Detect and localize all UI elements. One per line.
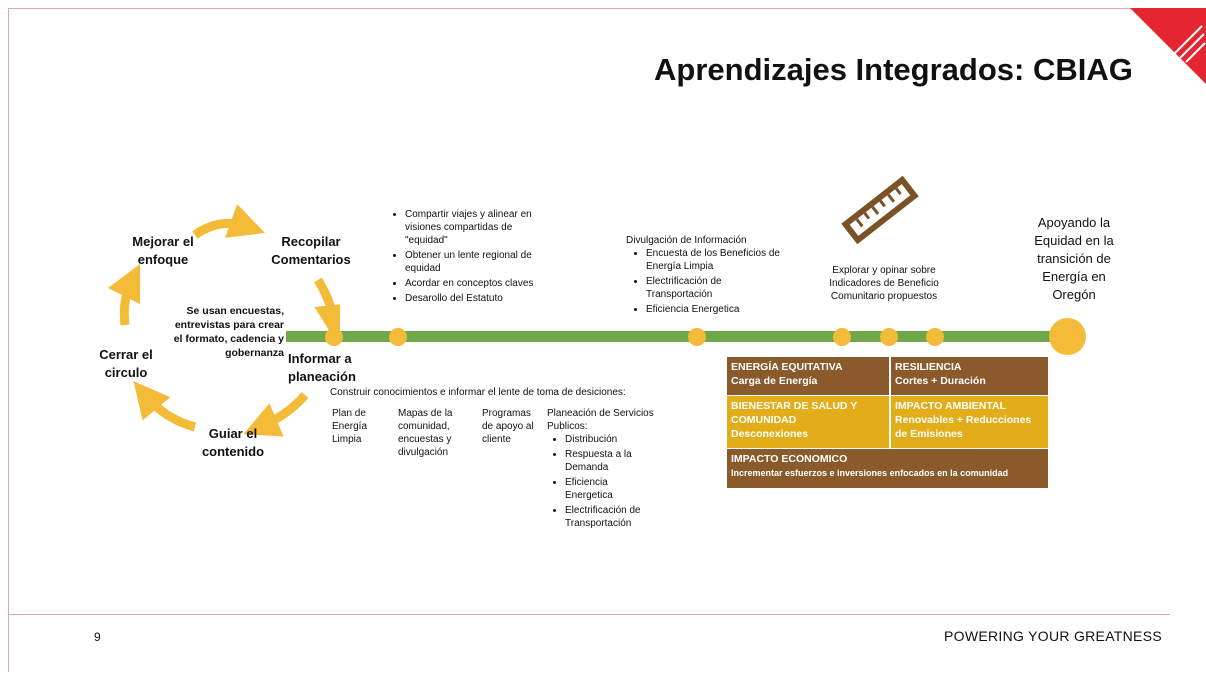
indicator-subtitle: Incrementar esfuerzos e inversiones enfo…: [731, 468, 1009, 478]
indicator-title: RESILIENCIA: [895, 361, 962, 373]
top-bullet-item: Acordar en conceptos claves: [405, 277, 541, 290]
footer-tagline: POWERING YOUR GREATNESS: [944, 628, 1162, 644]
timeline-dot: [833, 328, 851, 346]
cycle-arrows-icon: [107, 205, 340, 437]
slide-title: Aprendizajes Integrados: CBIAG: [654, 52, 1133, 87]
timeline-dot: [880, 328, 898, 346]
indicator-subtitle: Renovables + Reducciones de Emisiones: [895, 414, 1032, 440]
indicator-impacto-ambiental: IMPACTO AMBIENTAL Renovables + Reduccion…: [891, 396, 1048, 448]
top-bullets: Compartir viajes y alinear en visiones c…: [391, 208, 541, 307]
indicator-bienestar: BIENESTAR DE SALUD Y COMUNIDAD Desconexi…: [727, 396, 889, 448]
indicator-subtitle: Desconexiones: [731, 428, 809, 440]
cycle-recopilar-label: Recopilar Comentarios: [271, 234, 351, 267]
timeline-dot: [325, 328, 343, 346]
construir-col4-item: Distribución: [565, 433, 657, 446]
indicator-title: IMPACTO AMBIENTAL: [895, 400, 1007, 412]
corner-logo-icon: [1130, 8, 1206, 84]
construir-col4-item: Electrificación de Transportación: [565, 504, 657, 530]
timeline-end-dot: [1049, 318, 1086, 355]
cycle-guiar-label: Guiar el contenido: [201, 426, 265, 459]
divulgacion-block: Divulgación de Información Encuesta de l…: [626, 234, 786, 318]
timeline-dot: [926, 328, 944, 346]
divulgacion-item: Eficiencia Energetica: [646, 303, 786, 316]
divulgacion-title: Divulgación de Información: [626, 235, 747, 246]
cycle-center-text: Se usan encuestas, entrevistas para crea…: [173, 305, 284, 359]
construir-col4: Planeación de Servicios Publicos: Distri…: [547, 407, 657, 532]
divulgacion-item: Electrificación de Transportación: [646, 275, 786, 301]
top-bullet-item: Desarollo del Estatuto: [405, 292, 541, 305]
indicator-title: ENERGÍA EQUITATIVA: [731, 361, 843, 373]
cycle-informar-label: Informar a planeación: [288, 351, 356, 384]
construir-title: Construir conocimientos e informar el le…: [330, 387, 626, 398]
construir-col4-title: Planeación de Servicios Publicos:: [547, 408, 654, 432]
construir-col2: Mapas de la comunidad, encuestas y divul…: [398, 408, 453, 458]
cycle-mejorar-label: Mejorar el enfoque: [132, 234, 194, 267]
indicator-title: BIENESTAR DE SALUD Y COMUNIDAD: [731, 400, 858, 426]
construir-col1: Plan de Energía Limpia: [332, 408, 368, 445]
ruler-icon: [841, 175, 919, 245]
apoyando-text: Apoyando la Equidad en la transición de …: [1034, 215, 1114, 302]
construir-col4-item: Respuesta a la Demanda: [565, 448, 657, 474]
indicator-title: IMPACTO ECONOMICO: [731, 453, 848, 465]
indicator-subtitle: Carga de Energía: [731, 375, 818, 387]
divulgacion-item: Encuesta de los Beneficios de Energía Li…: [646, 247, 786, 273]
indicator-energia-equitativa: ENERGÍA EQUITATIVA Carga de Energía: [727, 357, 889, 395]
explorar-text: Explorar y opinar sobre Indicadores de B…: [829, 265, 939, 302]
cycle-cerrar-label: Cerrar el circulo: [99, 347, 153, 380]
indicator-impacto-economico: IMPACTO ECONOMICO Incrementar esfuerzos …: [727, 449, 1048, 488]
footer-divider: [8, 614, 1170, 615]
timeline-dot: [688, 328, 706, 346]
construir-col3: Programas de apoyo al cliente: [482, 408, 534, 445]
top-bullet-item: Compartir viajes y alinear en visiones c…: [405, 208, 541, 247]
timeline-bar: [286, 331, 1068, 342]
top-bullet-item: Obtener un lente regional de equidad: [405, 249, 541, 275]
timeline-dot: [389, 328, 407, 346]
indicator-subtitle: Cortes + Duración: [895, 375, 986, 387]
construir-col4-item: Eficiencia Energetica: [565, 476, 657, 502]
page-number: 9: [94, 630, 101, 644]
indicator-resiliencia: RESILIENCIA Cortes + Duración: [891, 357, 1048, 395]
slide-frame: [8, 8, 1198, 672]
